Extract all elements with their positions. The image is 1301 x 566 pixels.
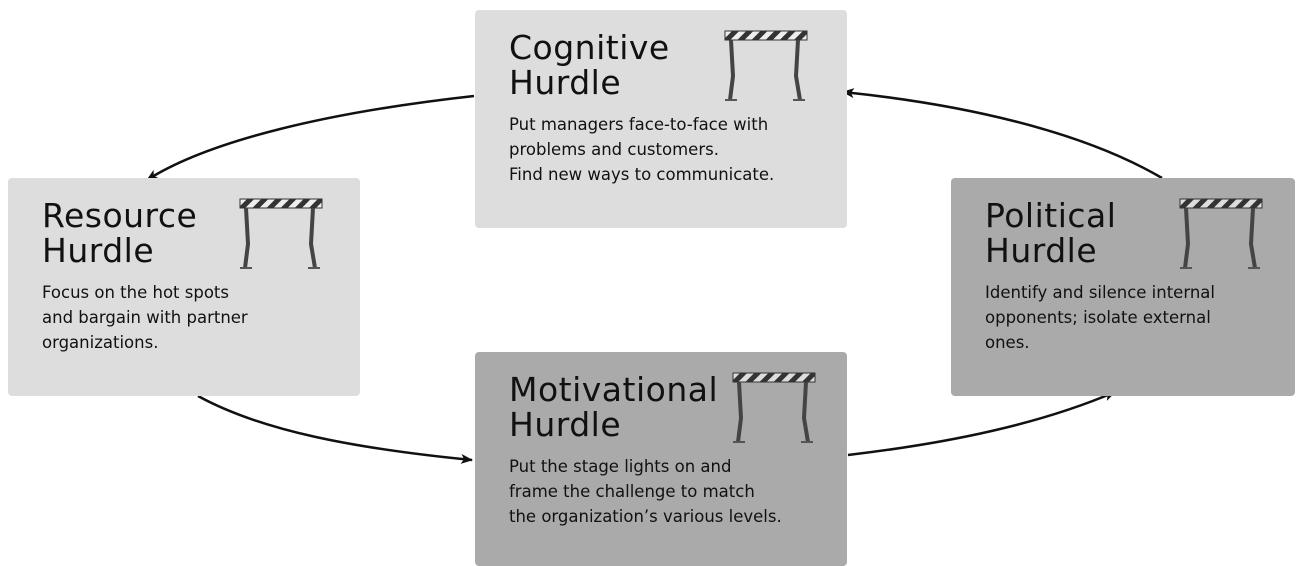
arrow-motivational-to-political: [847, 390, 1116, 457]
card-title: Resource Hurdle: [42, 196, 198, 270]
hurdle-barrier-icon: [239, 198, 323, 269]
motivational-hurdle-card: Motivational Hurdle Put the stage lights…: [475, 352, 847, 566]
arrow-cognitive-to-resource: [146, 94, 475, 182]
hurdle-barrier-icon: [724, 30, 808, 101]
hurdle-barrier-icon: [1179, 198, 1263, 269]
card-title: Political Hurdle: [985, 196, 1117, 270]
card-description: Put the stage lights on and frame the ch…: [509, 457, 782, 526]
card-description: Identify and silence internal opponents;…: [985, 283, 1215, 352]
card-title: Cognitive Hurdle: [509, 28, 670, 102]
arrow-political-to-cognitive: [842, 88, 1163, 180]
resource-hurdle-card: Resource Hurdle Focus on the hot spots a…: [8, 178, 360, 396]
political-hurdle-card: Political Hurdle Identify and silence in…: [951, 178, 1295, 396]
card-description: Put managers face-to-face with problems …: [509, 115, 775, 184]
cognitive-hurdle-card: Cognitive Hurdle Put managers face-to-fa…: [475, 10, 847, 228]
arrow-resource-to-motivational: [197, 394, 473, 464]
card-description: Focus on the hot spots and bargain with …: [42, 283, 248, 352]
hurdle-barrier-icon: [732, 372, 816, 443]
card-title: Motivational Hurdle: [509, 370, 719, 444]
